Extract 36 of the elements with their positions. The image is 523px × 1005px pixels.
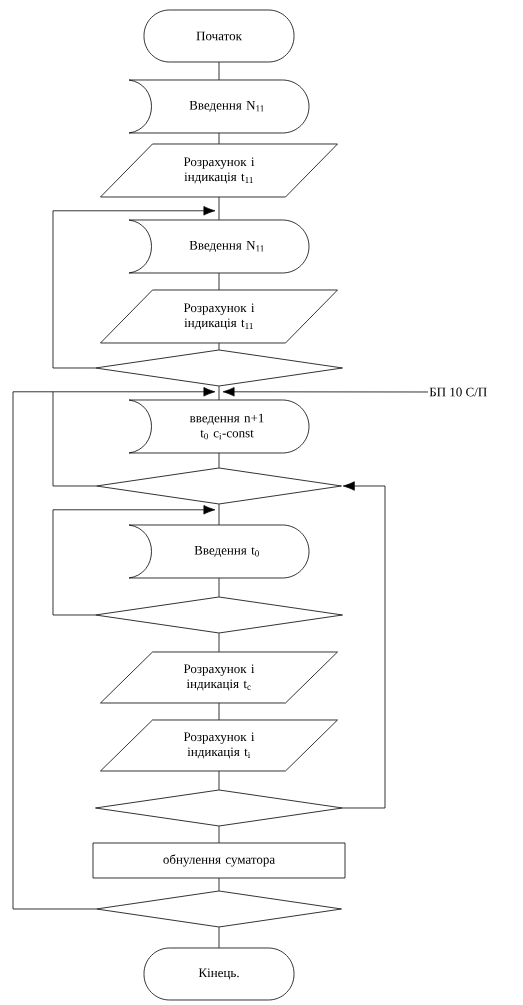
connector-line (218, 770, 220, 791)
connector-line (218, 877, 220, 892)
io-parallelogram: Розрахунок і індикація t$_{c}$ (100, 651, 338, 704)
arrow (222, 387, 429, 397)
connector-line (218, 825, 220, 844)
connector-line (218, 503, 220, 526)
arrow (342, 481, 386, 809)
connector-line (218, 196, 220, 221)
process-box: обнулення суматора (92, 842, 346, 879)
input-block: Введення N$_{11}$ (128, 219, 310, 274)
connector-line (218, 632, 220, 653)
connector-line (218, 702, 220, 721)
connector-line (218, 132, 220, 145)
decision-diamond (95, 596, 343, 634)
connector-line (52, 391, 97, 487)
connector-line (218, 452, 220, 469)
connector-line (218, 385, 220, 401)
connector-line (218, 926, 220, 949)
connector-line (218, 61, 220, 81)
decision-diamond (96, 467, 342, 505)
input-block: Введення t$_{0}$ (128, 524, 310, 579)
connector-line (218, 577, 220, 598)
input-block: Введення N$_{11}$ (128, 79, 310, 134)
decision-diamond (95, 349, 343, 387)
connector-line (218, 272, 220, 291)
io-parallelogram: Розрахунок і індикація t$_{i}$ (100, 719, 338, 772)
arrow (52, 206, 216, 369)
decision-diamond (96, 890, 342, 928)
decision-diamond (95, 789, 343, 827)
io-parallelogram: Розрахунок і індикація t$_{11}$ (100, 143, 338, 198)
arrow (52, 505, 216, 616)
arrow (12, 387, 216, 910)
jump-label: БП 10 С/П (429, 387, 487, 397)
input-block: введення n+1 t$_{0}$ c$_{i}$-const (128, 399, 310, 454)
io-parallelogram: Розрахунок і індикація t$_{11}$ (100, 289, 338, 344)
connector-line (218, 342, 220, 351)
